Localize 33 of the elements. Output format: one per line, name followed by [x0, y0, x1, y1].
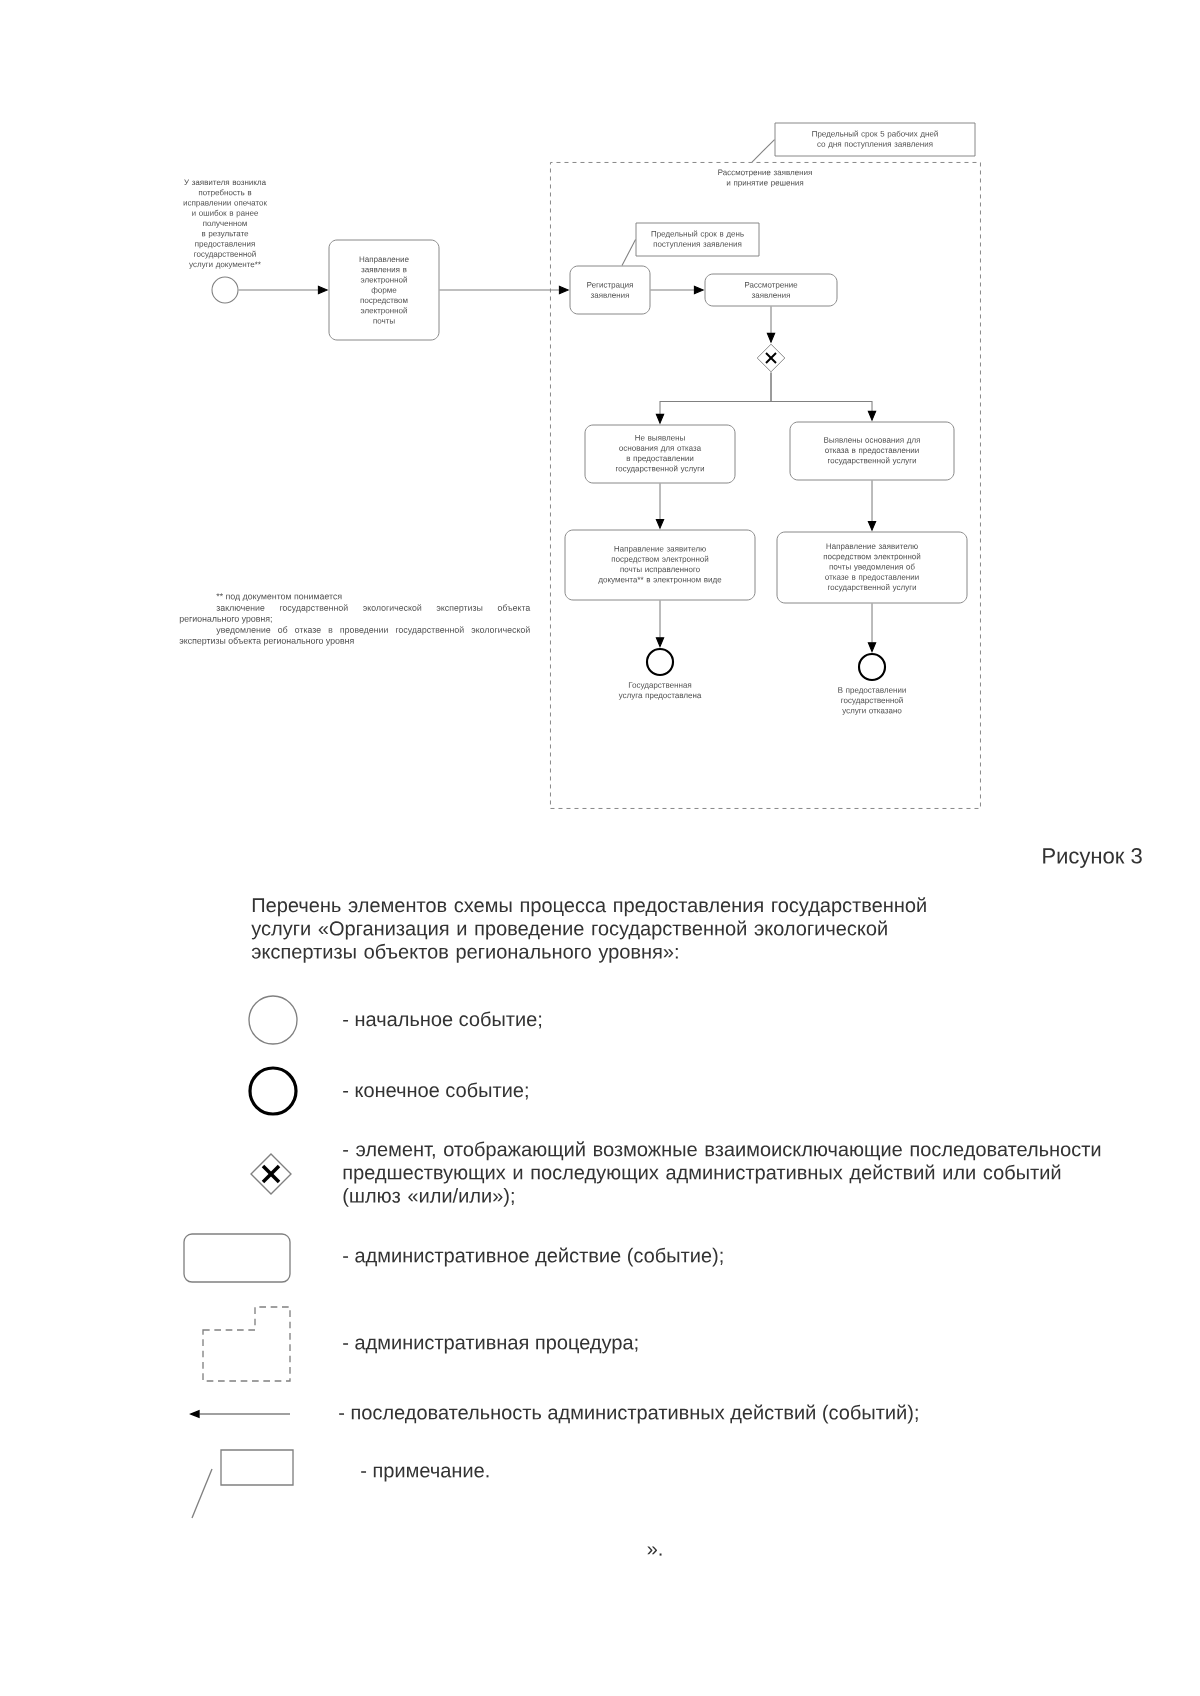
end-event-circle — [645, 647, 675, 677]
footnote-text: уведомление об отказе в проведении государственной экологической экспертизы объекта регионального уровня — [179, 626, 530, 646]
leader-line — [621, 238, 637, 267]
footnote-text: ** под документом понимается — [216, 593, 342, 602]
figure-number: Рисунок 3 — [1043, 848, 1142, 868]
end-event-circle — [857, 652, 887, 682]
event-label: У заявителя возникла потребность в исправлении опечаток и ошибок в ранее полученном в результате предоставления государственной услуги документе** — [183, 179, 267, 269]
event-label: Государственная услуга предоставлена — [618, 682, 702, 700]
action-box: Регистрация заявления — [569, 265, 651, 315]
action-box: Выявлены основания для отказа в предоставлении государственной услуги — [789, 421, 955, 481]
legend-heading: Перечень элементов схемы процесса предоставления государственной услуги «Организация и проведение государственной экологической экспертизы объектов регионального уровня»: — [251, 897, 926, 963]
legend-text: - элемент, отображающий возможные взаимоисключающие последовательности предшествующих и последующих административных действий или событий (шлюз «или/или»); — [343, 1141, 1101, 1207]
arrow — [867, 602, 877, 653]
legend-text: - примечание. — [361, 1466, 489, 1482]
legend-text: - административная процедура; — [343, 1338, 638, 1354]
start-event-circle — [211, 276, 239, 304]
action-box: Рассмотрение заявления — [704, 273, 838, 307]
action-box: Направление заявителю посредством электронной почты исправленного документа** в электронном виде — [564, 529, 756, 601]
note-box: Предельный срок 5 рабочих дней со дня поступления заявления — [774, 122, 976, 157]
legend-text: - административное действие (событие); — [343, 1247, 723, 1267]
gateway-diamond — [756, 343, 786, 373]
closing-quote: ». — [647, 1546, 662, 1556]
action-box: Направление заявителю посредством электронной почты уведомления об отказе в предоставлении государственной услуги — [776, 531, 968, 604]
action-box: Направление заявления в электронной форме посредством электронной почты — [328, 239, 440, 341]
arrow — [655, 599, 665, 648]
legend-text: - конечное событие; — [343, 1082, 528, 1100]
footnote-text: заключение государственной экологической экспертизы объекта регионального уровня; — [179, 604, 531, 624]
action-box: Не выявлены основания для отказа в предоставлении государственной услуги — [584, 424, 736, 484]
event-label: В предоставлении государственной услуги отказано — [838, 687, 906, 715]
legend-text: - последовательность административных действий (событий); — [339, 1404, 918, 1424]
legend-text: - начальное событие; — [343, 1011, 542, 1029]
leader-line — [751, 138, 776, 163]
note-box: Предельный срок в день поступления заявления — [635, 222, 760, 257]
